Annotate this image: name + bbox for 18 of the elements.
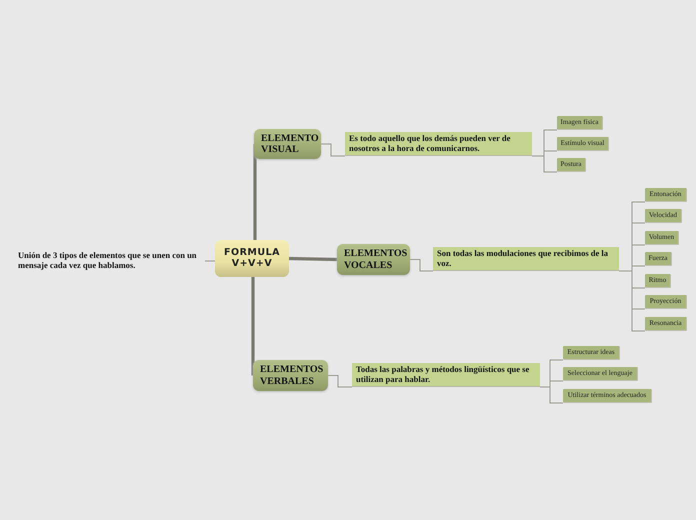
branch-topic-box: ELEMENTOS VOCALES <box>337 244 410 275</box>
connector-line <box>320 144 346 156</box>
description-box: Son todas las modulaciones que recibimos de la voz. <box>433 247 619 271</box>
connector-line <box>410 259 434 272</box>
branch-topic-box: ELEMENTOS VERBALES <box>253 360 328 391</box>
connector-line <box>253 142 257 240</box>
note-text: Unión de 3 tipos de elementos que se unen con un mensaje cada vez que hablamos. <box>18 249 203 273</box>
connector-line <box>251 277 255 378</box>
connector-line <box>288 256 338 262</box>
connector-line <box>532 156 558 172</box>
connector-line <box>540 386 564 404</box>
connector-line <box>204 260 216 262</box>
description-box: Todas las palabras y métodos lingüísticos que se utilizan para hablar. <box>352 363 540 387</box>
description-box: Es todo aquello que los demás pueden ver de nosotros a la hora de comunicarnos. <box>345 132 532 156</box>
central-topic-box: FORMULA V+V+V <box>215 240 289 277</box>
branch-topic-box: ELEMENTO VISUAL <box>254 129 321 159</box>
connector-line <box>328 375 352 388</box>
connector-line <box>618 270 646 332</box>
